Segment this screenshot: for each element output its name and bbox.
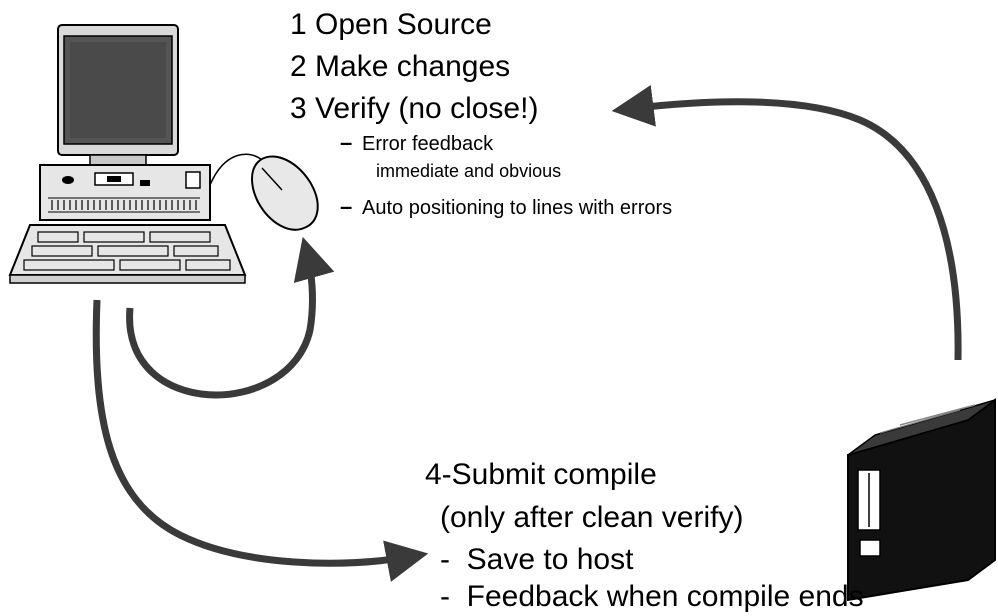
step-make-changes: 2 Make changes xyxy=(290,50,511,83)
arrow-loop-to-mouse xyxy=(126,236,335,399)
step-submit-note: (only after clean verify) xyxy=(440,501,744,534)
bullet-auto-positioning: –Auto positioning to lines with errors xyxy=(340,194,673,219)
bullet-text: Feedback when compile ends xyxy=(466,580,864,613)
bullet-error-feedback-cont: immediate and obvious xyxy=(376,161,562,181)
bullet-save-to-host: - Save to host xyxy=(440,545,633,575)
server-tower-icon xyxy=(847,398,996,602)
bullet-marker: – xyxy=(340,194,353,219)
bullet-text: Save to host xyxy=(466,543,634,576)
bullet-marker: - xyxy=(440,543,450,576)
arrow-pc-to-submit xyxy=(92,299,429,582)
mouse-icon xyxy=(209,153,319,231)
step-submit-compile: 4-Submit compile xyxy=(425,458,657,491)
bullet-marker: – xyxy=(340,130,353,155)
arrow-server-to-verify xyxy=(611,84,962,361)
step-open-source: 1 Open Source xyxy=(290,8,492,41)
bullet-marker: - xyxy=(440,580,450,613)
desktop-computer-icon xyxy=(8,24,247,284)
step-verify: 3 Verify (no close!) xyxy=(290,92,539,125)
bullet-error-feedback: –Error feedback xyxy=(340,130,494,155)
bullet-text: Auto positioning to lines with errors xyxy=(362,197,673,219)
bullet-feedback-compile-ends: - Feedback when compile ends xyxy=(440,582,864,612)
bullet-text: Error feedback xyxy=(362,133,494,155)
